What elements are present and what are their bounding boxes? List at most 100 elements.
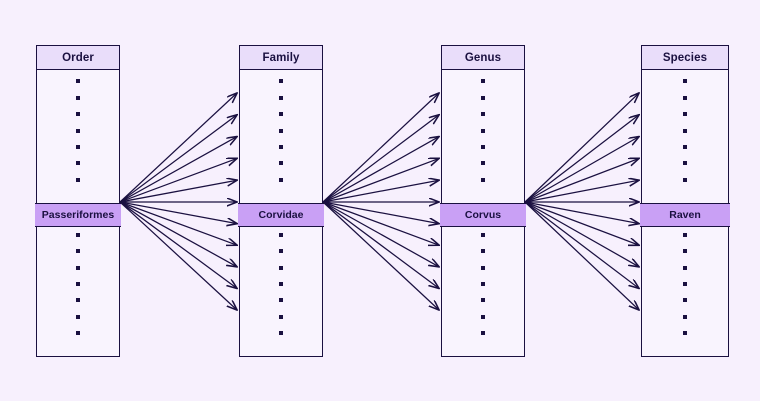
rank-column-order[interactable]: Order Passeriformes [35, 45, 121, 357]
fan-arrow [524, 201, 639, 224]
placeholder-dot [683, 249, 687, 254]
fan-arrow [322, 201, 439, 310]
fan-arrow [322, 137, 439, 203]
fan-arrow [524, 201, 639, 310]
rank-body-species: Raven [640, 70, 730, 356]
fan-arrow [119, 201, 237, 288]
fan-arrow [119, 115, 237, 203]
placeholder-dot [76, 265, 80, 270]
placeholder-dot [76, 112, 80, 117]
placeholder-dot [279, 265, 283, 270]
placeholder-dot [279, 128, 283, 133]
arrow-fans [119, 93, 639, 310]
placeholder-dot [279, 112, 283, 117]
rank-header-family: Family [240, 46, 322, 70]
placeholder-dot [683, 79, 687, 84]
placeholder-dot [683, 177, 687, 182]
placeholder-dot [481, 112, 485, 117]
placeholder-dot [76, 298, 80, 303]
dot-group-lower-family [240, 212, 322, 356]
placeholder-dot [683, 128, 687, 133]
placeholder-dot [279, 79, 283, 84]
placeholder-dot [76, 144, 80, 149]
fan-arrow [119, 158, 237, 203]
rank-column-species[interactable]: Species Raven [640, 45, 730, 357]
placeholder-dot [279, 144, 283, 149]
fan-arrow [322, 201, 439, 245]
placeholder-dot [76, 232, 80, 237]
rank-body-order: Passeriformes [35, 70, 121, 356]
fan-arrow [524, 201, 639, 267]
dot-group-lower-order [37, 212, 119, 356]
dot-group-upper-genus [442, 70, 524, 191]
placeholder-dot [76, 79, 80, 84]
selected-item-corvidae[interactable]: Corvidae [238, 203, 324, 227]
rank-column-genus[interactable]: Genus Corvus [440, 45, 526, 357]
placeholder-dot [481, 161, 485, 166]
placeholder-dot [683, 144, 687, 149]
placeholder-dot [279, 331, 283, 336]
fan-arrow [322, 115, 439, 203]
fan-arrow [119, 137, 237, 203]
fan-arrow [322, 201, 439, 288]
fan-arrow [322, 158, 439, 203]
selected-item-corvus[interactable]: Corvus [440, 203, 526, 227]
placeholder-dot [481, 265, 485, 270]
placeholder-dot [279, 314, 283, 319]
placeholder-dot [481, 95, 485, 100]
dot-group-upper-family [240, 70, 322, 191]
placeholder-dot [76, 128, 80, 133]
placeholder-dot [76, 314, 80, 319]
fan-arrow [119, 201, 237, 245]
fan-arrow [524, 137, 639, 203]
dot-group-lower-species [642, 212, 728, 356]
placeholder-dot [481, 314, 485, 319]
fan-arrow [322, 201, 439, 267]
placeholder-dot [683, 95, 687, 100]
placeholder-dot [683, 265, 687, 270]
placeholder-dot [76, 249, 80, 254]
rank-column-family[interactable]: Family Corvidae [238, 45, 324, 357]
rank-body-family: Corvidae [238, 70, 324, 356]
dot-group-lower-genus [442, 212, 524, 356]
placeholder-dot [279, 282, 283, 286]
placeholder-dot [683, 112, 687, 117]
placeholder-dot [76, 177, 80, 182]
selected-item-raven[interactable]: Raven [640, 203, 730, 227]
fan-arrow [524, 201, 639, 245]
placeholder-dot [279, 298, 283, 303]
placeholder-dot [279, 249, 283, 254]
placeholder-dot [683, 298, 687, 303]
fan-arrow [119, 180, 237, 203]
dot-group-upper-order [37, 70, 119, 191]
placeholder-dot [481, 282, 485, 286]
placeholder-dot [683, 232, 687, 237]
selected-item-passeriformes[interactable]: Passeriformes [35, 203, 121, 227]
placeholder-dot [76, 161, 80, 166]
fan-arrow [524, 201, 639, 288]
placeholder-dot [481, 144, 485, 149]
placeholder-dot [279, 161, 283, 166]
placeholder-dot [279, 232, 283, 237]
placeholder-dot [76, 331, 80, 336]
placeholder-dot [481, 249, 485, 254]
placeholder-dot [481, 79, 485, 84]
placeholder-dot [279, 177, 283, 182]
fan-arrow [322, 180, 439, 203]
placeholder-dot [279, 95, 283, 100]
fan-arrow [524, 93, 639, 203]
placeholder-dot [481, 232, 485, 237]
fan-arrow [524, 180, 639, 203]
rank-header-genus: Genus [442, 46, 524, 70]
fan-arrow [524, 115, 639, 203]
placeholder-dot [683, 282, 687, 286]
fan-arrow [524, 158, 639, 203]
placeholder-dot [481, 128, 485, 133]
placeholder-dot [481, 177, 485, 182]
rank-header-order: Order [37, 46, 119, 70]
fan-arrow [119, 201, 237, 310]
placeholder-dot [76, 282, 80, 286]
fan-arrow [119, 201, 237, 224]
rank-body-genus: Corvus [440, 70, 526, 356]
